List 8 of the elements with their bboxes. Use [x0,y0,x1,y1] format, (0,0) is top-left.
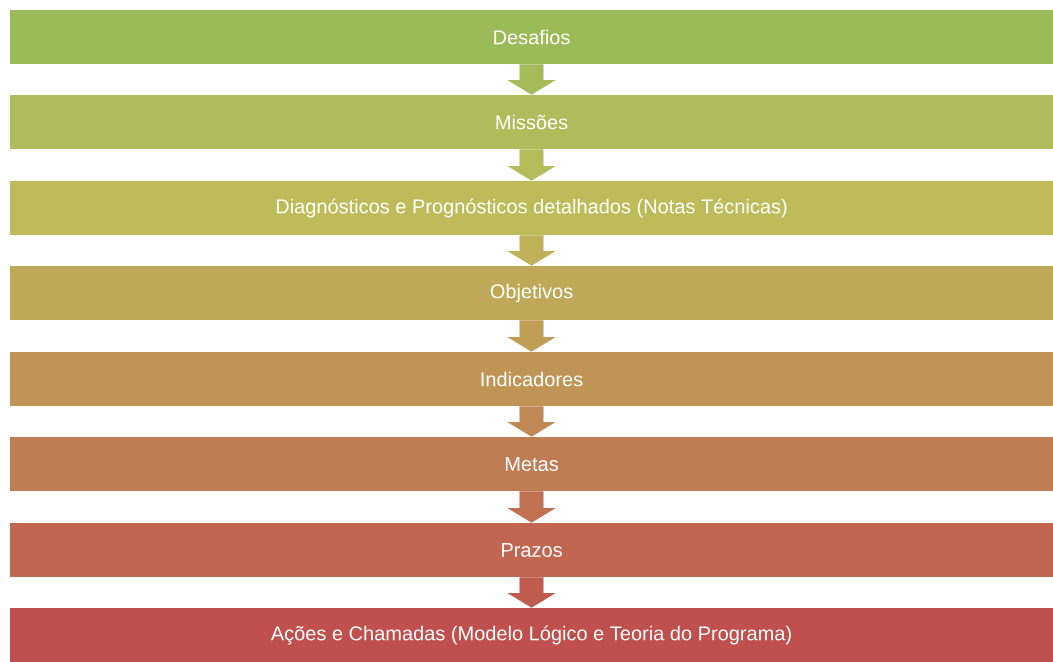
step-bar: Metas [10,437,1053,491]
step-bar: Desafios [10,10,1053,64]
step-bar: Prazos [10,523,1053,577]
step-bar: Missões [10,95,1053,149]
step-bar: Indicadores [10,352,1053,406]
step-bar: Diagnósticos e Prognósticos detalhados (Notas Técnicas) [10,181,1053,235]
step-bar: Objetivos [10,266,1053,320]
step-bar: Ações e Chamadas (Modelo Lógico e Teoria do Programa) [10,608,1053,662]
